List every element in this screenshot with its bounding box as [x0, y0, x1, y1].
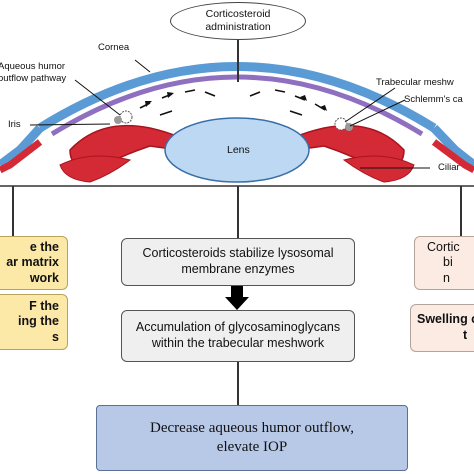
- leader-trabecular: [344, 87, 396, 123]
- left-top-line2: ar matrix: [6, 255, 59, 270]
- center-mid-line1: Accumulation of glycosaminoglycans: [135, 320, 341, 335]
- ciliary-right: [342, 155, 415, 183]
- left-bottom-box: F the ing the s: [0, 294, 68, 350]
- lens: [164, 117, 310, 183]
- bottom-line1: Decrease aqueous humor outflow,: [150, 420, 354, 437]
- flow-arrowheads: [145, 92, 327, 111]
- connector-center-bottom: [237, 362, 239, 406]
- center-top-line2: membrane enzymes: [181, 262, 295, 276]
- label-cornea: Cornea: [98, 42, 130, 53]
- left-bottom-line3: s: [52, 329, 59, 344]
- center-mid-line2: within the trabecular meshwork: [151, 336, 325, 350]
- schlemm-canal-right: [345, 123, 353, 131]
- sclera-left-red: [0, 139, 43, 174]
- left-bottom-line2: ing the: [18, 314, 59, 329]
- eye-anatomy-diagram: [0, 59, 474, 190]
- label-aqueous-line1: Aqueous humor: [0, 61, 66, 72]
- leader-iris: [29, 123, 111, 126]
- right-bottom-box: Swelling o t: [410, 304, 474, 352]
- callout-line2: administration: [205, 21, 271, 33]
- right-top-box: Cortic bi n: [414, 236, 474, 290]
- left-top-line3: work: [29, 270, 59, 285]
- down-arrow-icon: [225, 286, 249, 310]
- center-top-line1: Corticosteroids stabilize lysosomal: [142, 246, 334, 261]
- glycosaminoglycans-box: Accumulation of glycosaminoglycans withi…: [121, 310, 355, 362]
- connector-center-top: [237, 186, 239, 238]
- label-aqueous-line2: outflow pathway: [0, 73, 67, 84]
- callout-connector: [237, 40, 239, 82]
- leader-schlemm: [349, 99, 406, 127]
- stabilize-lysosomal-box: Corticosteroids stabilize lysosomal memb…: [121, 238, 355, 286]
- right-top-line1: Cortic: [427, 239, 460, 254]
- left-top-box: e the ar matrix work: [0, 236, 68, 290]
- sclera-left: [0, 124, 44, 169]
- left-bottom-line1: F the: [29, 298, 59, 313]
- right-bottom-line2: t: [463, 328, 468, 342]
- leader-cornea: [134, 59, 151, 73]
- sclera-right-red: [431, 139, 474, 174]
- left-top-line1: e the: [29, 239, 59, 254]
- connector-right: [460, 186, 462, 236]
- bottom-line2: elevate IOP: [216, 439, 288, 455]
- right-top-line2: bi: [443, 255, 453, 270]
- callout-line1: Corticosteroid: [205, 8, 271, 21]
- right-bottom-line1: Swelling o: [417, 312, 474, 327]
- label-iris: Iris: [8, 119, 21, 130]
- corticosteroid-administration-callout: Corticosteroid administration: [170, 2, 306, 40]
- label-schlemm-canal: Schlemm's ca: [404, 94, 463, 105]
- sclera-right: [430, 124, 474, 169]
- ciliary-left: [59, 155, 132, 183]
- label-trabecular-meshwork: Trabecular meshw: [376, 77, 454, 88]
- schlemm-canal-left: [114, 116, 122, 124]
- label-ciliary: Ciliar: [438, 162, 460, 173]
- label-lens: Lens: [227, 144, 250, 156]
- decrease-outflow-box: Decrease aqueous humor outflow, elevate …: [96, 405, 408, 471]
- connector-left: [12, 186, 14, 236]
- right-top-line3: n: [443, 270, 450, 285]
- leader-aqueous: [74, 79, 121, 116]
